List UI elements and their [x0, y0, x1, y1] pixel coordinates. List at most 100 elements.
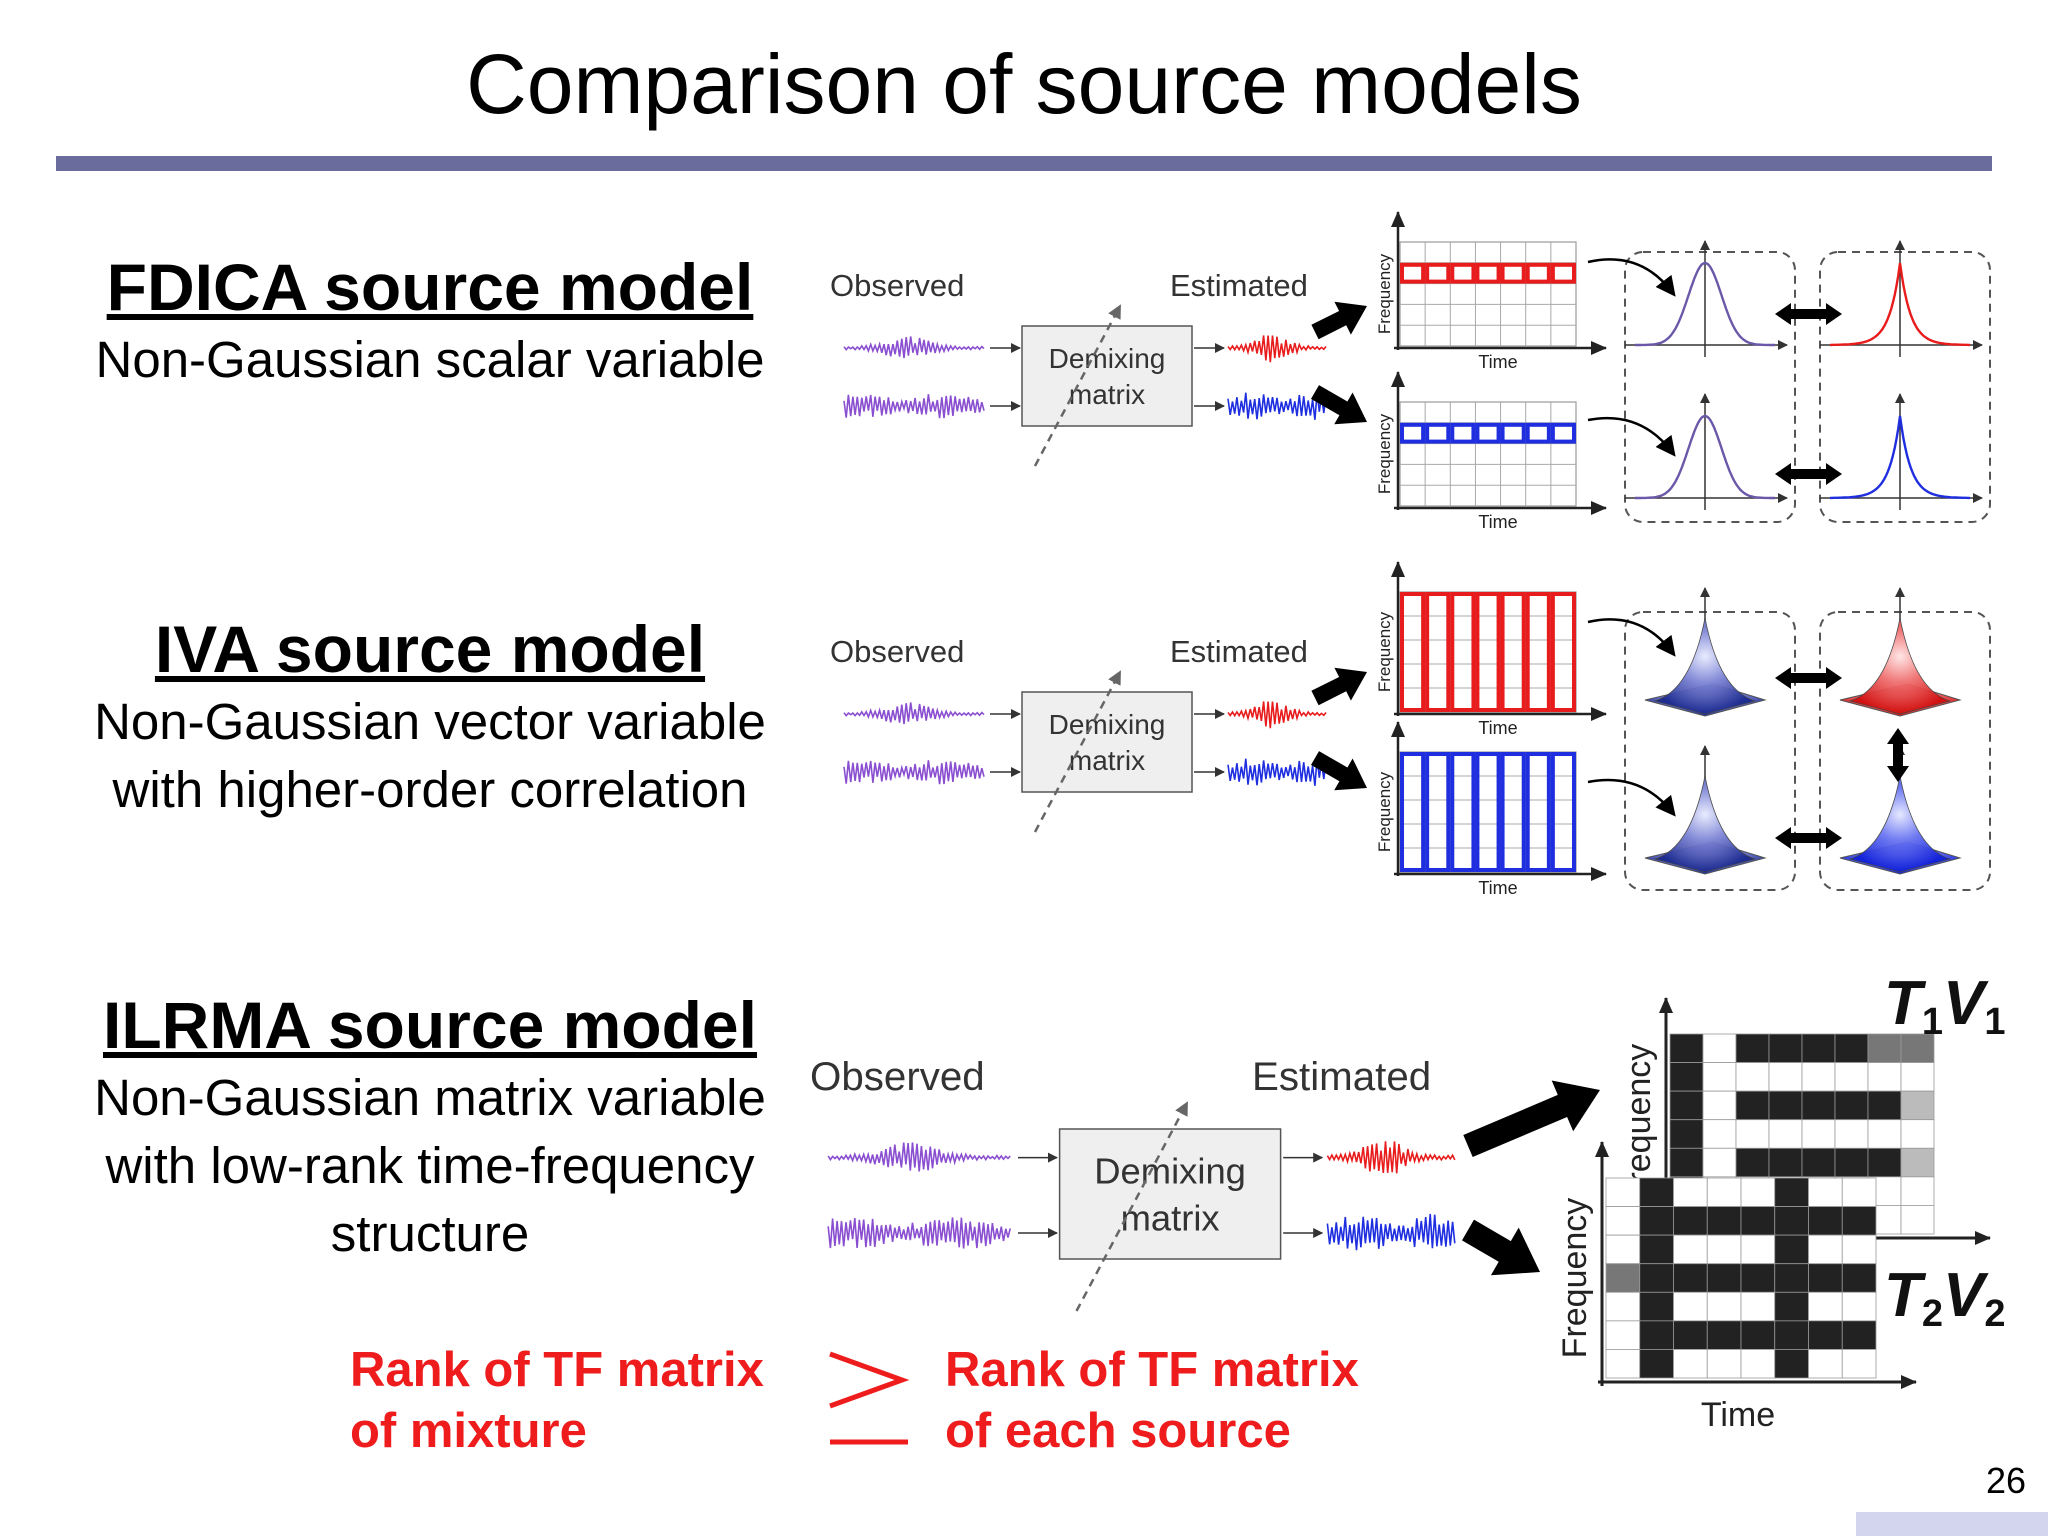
ilrma-t2v2-cell — [1774, 1320, 1809, 1350]
iva-src-surface-2-peak — [1848, 775, 1952, 873]
ilrma-t1v1-cell — [1900, 1090, 1935, 1121]
fdica-double-arrow-2 — [1775, 463, 1842, 485]
title-rule — [56, 156, 1992, 171]
ilrma-t2v2-cell — [1673, 1234, 1708, 1265]
ilrma-t1v1-frequency-label: Frequency — [1620, 1044, 1658, 1205]
fdica-tf-2-highlight-cell — [1550, 422, 1577, 444]
rank-mixture-line-1: Rank of TF matrix — [350, 1343, 764, 1397]
ilrma-time-label: Time — [1701, 1396, 1775, 1434]
fdica-estimated-label: Estimated — [1170, 268, 1308, 303]
ilrma-t2v2-cell — [1841, 1349, 1877, 1379]
fdica-curve-arrow-1 — [1587, 258, 1676, 297]
ilrma-t2v2-frequency-label: Frequency — [1556, 1198, 1594, 1359]
iva-tf-2-highlight-column — [1450, 752, 1476, 872]
fdica-tf-1-highlight-cell — [1450, 262, 1476, 284]
ilrma-t2v2-cell — [1774, 1263, 1809, 1293]
fdica-tf-2-highlight-cell — [1400, 422, 1426, 444]
ilrma-t2v2-cell — [1774, 1177, 1809, 1207]
ilrma-estimated-wave-red — [1326, 1141, 1456, 1174]
ilrma-t2v2-cell — [1673, 1320, 1708, 1350]
fdica-tf-2-highlight-cell — [1475, 422, 1501, 444]
rank-source-line-1: Rank of TF matrix — [945, 1343, 1359, 1397]
ilrma-t2v2-cell — [1808, 1206, 1843, 1236]
ilrma-t2v2-label: T2V2 — [1884, 1261, 2006, 1335]
ilrma-t1v1-cell — [1669, 1119, 1704, 1149]
fdica-tf-1-highlight-cell — [1475, 262, 1501, 284]
iva-heading: IVA source model — [154, 612, 706, 686]
iva-label-block: IVA source model Non-Gaussian vector var… — [30, 610, 830, 824]
ilrma-t2v2-cell — [1841, 1234, 1877, 1265]
iva-tf-2-highlight-column — [1550, 752, 1577, 872]
ilrma-t2v2-cell — [1639, 1291, 1674, 1322]
ilrma-t2v2-cell — [1706, 1291, 1742, 1322]
ilrma-t1v1-cell — [1801, 1062, 1836, 1092]
ilrma-t1v1-cell — [1669, 1090, 1704, 1121]
iva-curve-arrow-1 — [1587, 618, 1676, 657]
iva-tf-1-highlight-column — [1525, 592, 1551, 712]
rank-source-text: Rank of TF matrix of each source — [945, 1340, 1359, 1462]
fdica-demixing-update-arrow — [1033, 304, 1122, 467]
ilrma-t1v1-cell — [1801, 1119, 1836, 1149]
ilrma-t2v2-cell — [1740, 1177, 1776, 1207]
ilrma-t2v2-cell — [1841, 1320, 1877, 1350]
ilrma-t2v2-cell — [1774, 1234, 1809, 1265]
ilrma-t2v2-cell — [1706, 1263, 1742, 1293]
fdica-tf-1-highlight-cell — [1525, 262, 1551, 284]
fdica-src-dist-1-curve — [1830, 262, 1970, 347]
ilrma-t2v2-cell — [1639, 1206, 1674, 1236]
fdica-tf-2-frequency-label: Frequency — [1375, 413, 1394, 494]
fdica-tf-1-highlight-cell — [1400, 262, 1426, 284]
ilrma-t2v2-cell — [1673, 1291, 1708, 1322]
iva-double-arrow-1 — [1775, 667, 1842, 689]
iva-double-arrow-vertical — [1887, 728, 1909, 782]
fdica-fat-arrow-1 — [1311, 301, 1367, 340]
iva-fat-arrow-2 — [1311, 751, 1367, 791]
iva-est-surface-1-peak — [1653, 617, 1757, 715]
ilrma-t2v2-cell — [1673, 1206, 1708, 1236]
fdica-tf-1-grid-frame — [1399, 241, 1577, 347]
ilrma-t2v2-cell — [1673, 1349, 1708, 1379]
fdica-estimated-wave-red — [1227, 335, 1327, 363]
ilrma-t2v2-cell — [1706, 1206, 1742, 1236]
ilrma-t2v2-cell — [1673, 1177, 1708, 1207]
ilrma-t1v1-cell — [1669, 1033, 1704, 1063]
ilrma-t1v1-cell — [1867, 1119, 1902, 1149]
ilrma-t2v2-cell — [1808, 1320, 1843, 1350]
ilrma-t1v1-cell — [1702, 1119, 1737, 1149]
rank-mixture-line-2: of mixture — [350, 1404, 587, 1458]
iva-observed-wave-2 — [843, 760, 985, 785]
ilrma-t2v2-cell — [1639, 1349, 1674, 1379]
ilrma-t1v1-cell — [1702, 1062, 1737, 1092]
fdica-demixing-label-1: Demixing — [1049, 343, 1166, 374]
iva-demixing-label-2: matrix — [1069, 745, 1145, 776]
ilrma-fat-arrow-1 — [1463, 1080, 1600, 1157]
fdica-demixing-label-2: matrix — [1069, 379, 1145, 410]
greater-equal-symbol — [829, 1351, 910, 1445]
ilrma-t2v2-cell — [1706, 1349, 1742, 1379]
ilrma-t1v1-cell — [1768, 1147, 1803, 1178]
ilrma-observed-label: Observed — [810, 1054, 985, 1099]
fdica-tf-1-highlight-cell — [1500, 262, 1526, 284]
ilrma-t1v1-cell — [1735, 1062, 1770, 1092]
iva-tf-2-highlight-column — [1400, 752, 1426, 872]
ilrma-t2v2-cell — [1605, 1234, 1641, 1265]
fdica-tf-1-highlight-cell — [1550, 262, 1577, 284]
ilrma-t2v2-cell — [1841, 1263, 1877, 1293]
ilrma-t1v1-cell — [1702, 1090, 1737, 1121]
ilrma-t1v1-cell — [1702, 1033, 1737, 1063]
rank-mixture-text: Rank of TF matrix of mixture — [350, 1340, 764, 1462]
ilrma-t2v2-cell — [1808, 1291, 1843, 1322]
fdica-tf-2-highlight-cell — [1500, 422, 1526, 444]
ilrma-observed-wave-2 — [827, 1217, 1011, 1249]
ilrma-t2v2-cell — [1841, 1206, 1877, 1236]
ilrma-t1v1-cell — [1900, 1205, 1935, 1235]
ilrma-t2v2-cell — [1639, 1234, 1674, 1265]
fdica-tf-2-highlight-cell — [1450, 422, 1476, 444]
ilrma-t1v1-cell — [1801, 1090, 1836, 1121]
iva-tf-1-grid-frame — [1399, 591, 1577, 713]
footer-bar — [1856, 1512, 2048, 1536]
iva-fat-arrow-1 — [1311, 667, 1367, 706]
iva-tf-1-highlight-column — [1500, 592, 1526, 712]
